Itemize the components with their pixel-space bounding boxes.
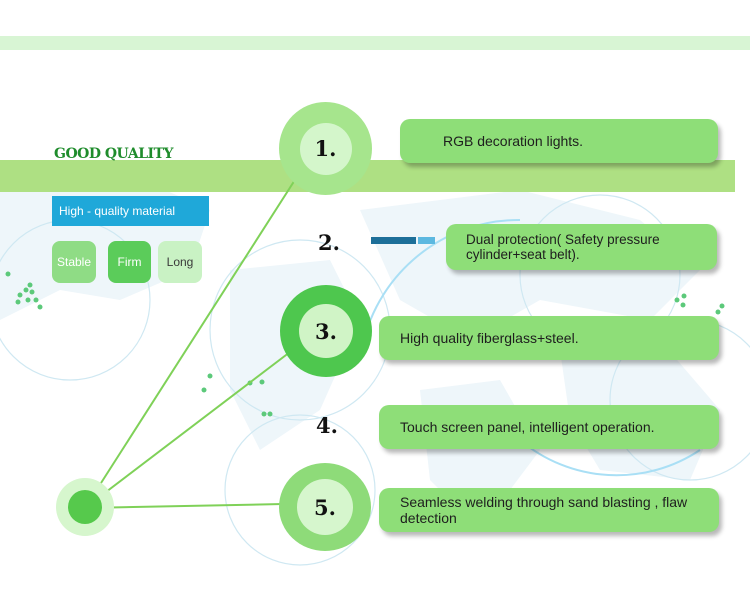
feature-number-3: 3.: [315, 318, 337, 344]
connector-line-3: [84, 351, 291, 509]
top-band: [0, 36, 750, 50]
feature-text-4: Touch screen panel, intelligent operatio…: [400, 419, 655, 435]
divider-dash-dark: [371, 237, 416, 244]
connector-line-5: [84, 503, 284, 509]
feature-number-4: 4.: [316, 413, 338, 438]
feature-number-2: 2.: [318, 230, 340, 255]
feature-circle-1: 1.: [279, 102, 372, 195]
divider-dash-light: [418, 237, 435, 244]
feature-text-3: High quality fiberglass+steel.: [400, 330, 579, 346]
feature-number-1: 1.: [314, 136, 337, 161]
feature-pill-5: Seamless welding through sand blasting ,…: [379, 488, 719, 532]
connector-line-1: [84, 171, 301, 509]
anchor-node-inner: [68, 490, 102, 524]
feature-text-1: RGB decoration lights.: [443, 133, 584, 149]
feature-pill-1: RGB decoration lights.: [400, 119, 718, 163]
feature-pill-3: High quality fiberglass+steel.: [379, 316, 719, 360]
section-title: GOOD QUALITY: [54, 146, 174, 162]
feature-text-2: Dual protection( Safety pressure cylinde…: [466, 232, 660, 262]
feature-pill-4: Touch screen panel, intelligent operatio…: [379, 405, 719, 449]
feature-pill-2: Dual protection( Safety pressure cylinde…: [446, 224, 717, 270]
feature-circle-5: 5.: [279, 463, 371, 551]
feature-circle-3: 3.: [280, 285, 372, 377]
feature-number-5: 5.: [314, 494, 336, 520]
chip-long: Long: [158, 241, 202, 283]
chip-stable: Stable: [52, 241, 96, 283]
chip-firm: Firm: [108, 241, 151, 283]
material-tag: High - quality material: [52, 196, 209, 226]
feature-text-5: Seamless welding through sand blasting ,…: [400, 494, 688, 526]
